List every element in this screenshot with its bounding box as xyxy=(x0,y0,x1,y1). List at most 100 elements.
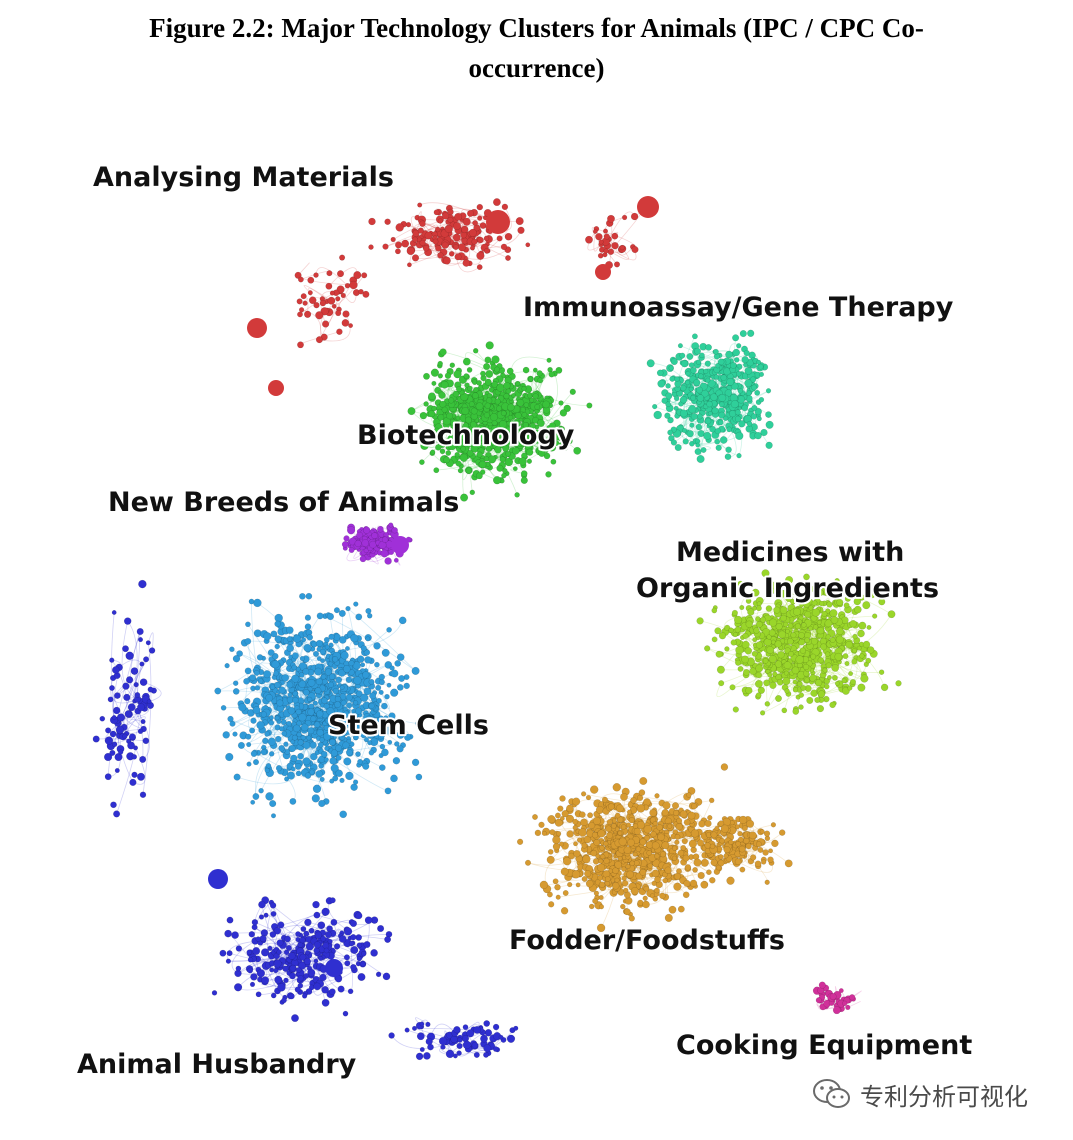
graph-node xyxy=(470,245,476,251)
graph-node xyxy=(768,848,773,854)
graph-node xyxy=(550,458,557,465)
graph-node xyxy=(308,927,315,934)
graph-node xyxy=(276,949,282,955)
graph-node xyxy=(466,367,473,373)
graph-node xyxy=(500,243,508,251)
graph-node xyxy=(252,947,261,955)
graph-node xyxy=(224,929,232,938)
graph-node xyxy=(576,837,582,843)
graph-node xyxy=(296,731,302,738)
graph-node xyxy=(704,360,711,367)
graph-node xyxy=(528,376,534,382)
graph-node xyxy=(734,409,741,416)
graph-node xyxy=(664,412,671,419)
graph-node xyxy=(757,363,764,370)
graph-node xyxy=(365,608,372,615)
graph-node xyxy=(145,640,151,646)
graph-node xyxy=(674,834,681,840)
graph-node xyxy=(742,825,748,832)
graph-node xyxy=(255,936,261,942)
graph-node xyxy=(654,887,660,894)
graph-node xyxy=(791,666,800,675)
graph-node xyxy=(304,772,312,779)
graph-node xyxy=(643,798,651,806)
graph-node xyxy=(749,376,757,383)
graph-node xyxy=(829,637,836,643)
graph-node xyxy=(348,323,353,328)
graph-node xyxy=(759,829,765,835)
graph-node xyxy=(628,817,635,824)
graph-node xyxy=(378,673,385,681)
graph-node xyxy=(211,990,218,996)
graph-node xyxy=(636,804,646,813)
graph-node xyxy=(532,393,539,400)
graph-node xyxy=(222,731,230,739)
graph-node xyxy=(806,696,814,704)
graph-node xyxy=(219,949,227,957)
graph-node xyxy=(455,460,462,467)
graph-node xyxy=(733,615,743,625)
graph-node xyxy=(593,890,600,896)
graph-node xyxy=(730,362,737,369)
graph-node xyxy=(512,446,520,455)
graph-node xyxy=(705,377,711,383)
graph-node xyxy=(639,838,647,846)
graph-node xyxy=(684,864,692,871)
graph-node xyxy=(771,839,779,848)
graph-node xyxy=(114,692,121,699)
graph-node xyxy=(496,464,504,472)
graph-node xyxy=(620,824,627,830)
graph-node xyxy=(779,829,786,836)
graph-node xyxy=(276,939,284,947)
graph-node xyxy=(627,838,635,847)
graph-node xyxy=(792,679,798,685)
graph-node xyxy=(661,841,670,850)
graph-node xyxy=(573,841,578,847)
graph-node xyxy=(558,426,565,433)
graph-node xyxy=(657,833,665,841)
graph-node xyxy=(652,821,658,827)
graph-node xyxy=(275,765,283,772)
graph-node xyxy=(608,803,615,810)
cluster-label-medicines-line2: Organic Ingredients xyxy=(636,573,939,604)
graph-node xyxy=(809,674,817,683)
graph-node xyxy=(347,988,354,995)
graph-node xyxy=(587,812,593,819)
graph-node xyxy=(363,548,369,554)
graph-node xyxy=(505,450,511,457)
graph-node xyxy=(297,752,304,760)
graph-node xyxy=(438,1036,448,1046)
graph-node xyxy=(398,675,405,682)
graph-node xyxy=(737,580,745,588)
graph-node xyxy=(290,766,296,772)
graph-node xyxy=(714,627,722,635)
graph-node xyxy=(362,671,370,679)
graph-node xyxy=(857,629,865,638)
graph-node xyxy=(676,817,683,824)
graph-node xyxy=(603,233,610,240)
graph-node xyxy=(419,1046,425,1052)
graph-node xyxy=(679,409,688,418)
graph-node xyxy=(759,371,765,377)
graph-node xyxy=(834,578,840,584)
graph-node xyxy=(283,741,289,747)
graph-node xyxy=(695,442,701,448)
graph-node xyxy=(775,695,782,702)
graph-node xyxy=(710,831,718,839)
graph-node xyxy=(252,793,260,800)
graph-node xyxy=(827,585,836,593)
graph-node xyxy=(654,793,660,799)
graph-node xyxy=(364,916,373,925)
graph-node xyxy=(542,400,550,409)
graph-node xyxy=(321,907,330,916)
graph-node xyxy=(792,708,800,715)
graph-node xyxy=(304,623,312,631)
graph-node xyxy=(112,706,121,715)
graph-hub-node xyxy=(325,959,343,977)
graph-node xyxy=(345,771,354,781)
graph-node xyxy=(638,789,646,796)
graph-node xyxy=(419,220,426,228)
graph-node xyxy=(382,972,391,981)
graph-node xyxy=(695,423,703,431)
graph-node xyxy=(277,983,286,992)
